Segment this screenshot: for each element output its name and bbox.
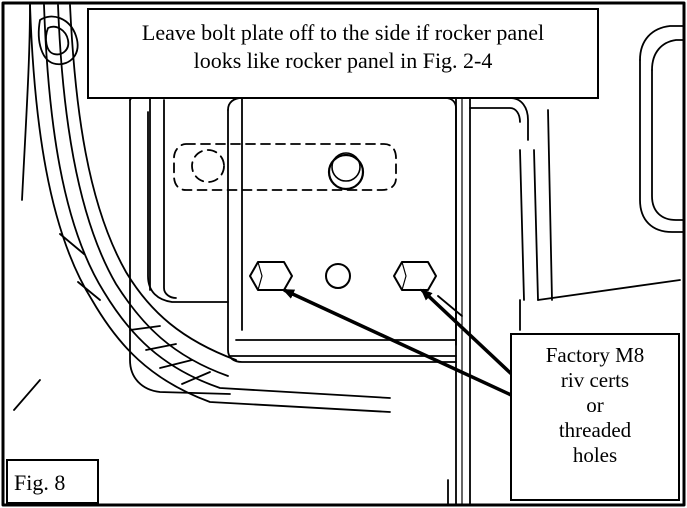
figure-label: Fig. 8 bbox=[6, 459, 99, 504]
rocker-panel-edge bbox=[13, 4, 391, 413]
figure-label-text: Fig. 8 bbox=[14, 470, 66, 495]
vertical-spine bbox=[447, 97, 471, 506]
hole-right bbox=[393, 261, 437, 291]
stud-bolt bbox=[327, 152, 365, 191]
hole-callout-line-3: or bbox=[586, 393, 604, 417]
arrow-to-left-hole bbox=[282, 288, 523, 402]
hole-callout-line-5: holes bbox=[572, 443, 618, 467]
hole-callout-line-4: threaded bbox=[558, 418, 632, 442]
hole-left bbox=[249, 261, 293, 291]
mounting-holes bbox=[249, 261, 437, 291]
hole-center bbox=[325, 263, 351, 289]
hole-callout-line-1: Factory M8 bbox=[545, 343, 645, 367]
dashed-bolt-slot bbox=[173, 143, 397, 191]
top-callout-line-1: Leave bolt plate off to the side if rock… bbox=[141, 20, 545, 45]
top-callout: Leave bolt plate off to the side if rock… bbox=[87, 8, 599, 99]
bolt-plate bbox=[227, 97, 463, 363]
hole-callout-line-2: riv certs bbox=[560, 368, 630, 392]
top-callout-line-2: looks like rocker panel in Fig. 2-4 bbox=[193, 48, 493, 73]
inner-bracket-left bbox=[129, 87, 231, 395]
hole-callout: Factory M8 riv certs or threaded holes bbox=[510, 333, 680, 501]
arrow-to-right-hole bbox=[420, 288, 522, 384]
